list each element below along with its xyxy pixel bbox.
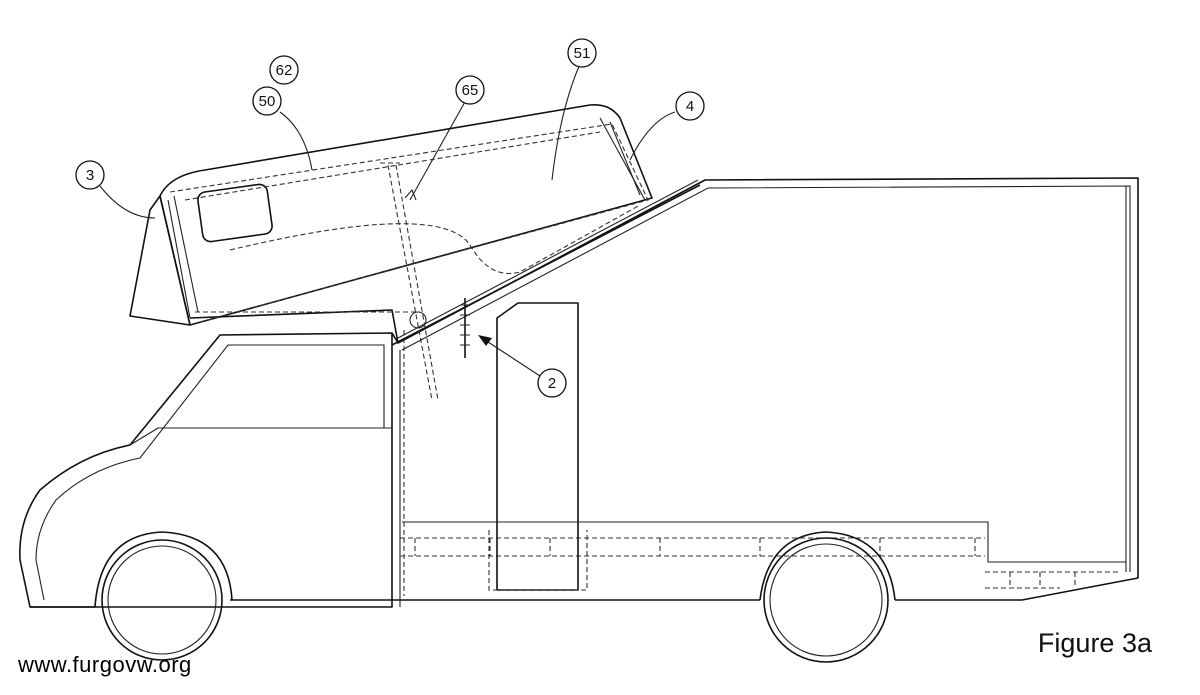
ref-label-3: 3 (86, 167, 94, 184)
ref-label-4: 4 (686, 98, 694, 115)
lifting-strut (380, 162, 439, 401)
rear-wheel (759, 531, 896, 663)
figure-caption: Figure 3a (1037, 628, 1152, 658)
callout-65: 65 (455, 75, 485, 105)
ref-label-62: 62 (276, 62, 293, 79)
watermark-text: www.furgovw.org (18, 652, 192, 677)
vehicle-body (19, 177, 1139, 608)
callout-62: 62 (269, 55, 299, 85)
ref-label-51: 51 (574, 45, 591, 62)
raised-roof-module (129, 103, 701, 346)
leader-lines (99, 63, 676, 377)
front-wheel (94, 531, 233, 661)
callout-3: 3 (75, 160, 105, 190)
ref-label-50: 50 (259, 93, 276, 110)
locking-mechanism (460, 298, 470, 358)
callout-51: 51 (567, 38, 597, 68)
ref-label-2: 2 (548, 375, 556, 392)
ref-label-65: 65 (462, 82, 479, 99)
callout-50: 50 (252, 86, 282, 116)
callout-4: 4 (675, 91, 705, 121)
callout-2: 2 (537, 368, 567, 398)
